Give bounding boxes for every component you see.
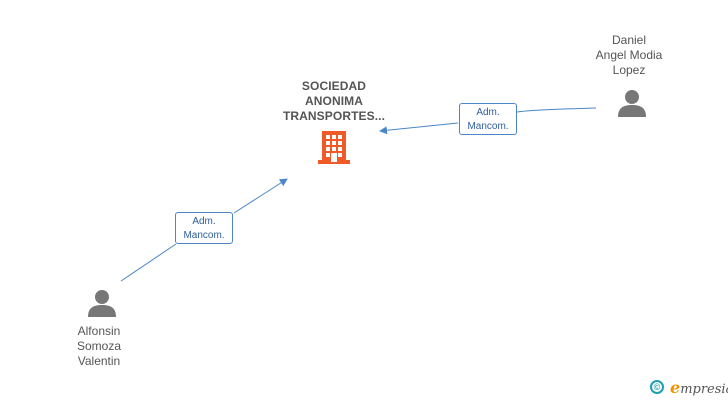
person-name-line: Angel Modia <box>595 48 663 62</box>
company-name[interactable]: SOCIEDAD ANONIMA TRANSPORTES... <box>274 79 394 124</box>
edge-daniel-to-company <box>516 107 597 113</box>
person-name-line: Somoza <box>76 339 122 353</box>
person-icon[interactable] <box>617 88 647 118</box>
person-name-line: Valentin <box>77 354 121 368</box>
person-icon[interactable] <box>87 288 117 318</box>
brand-wordmark: empresia <box>670 378 728 397</box>
building-icon[interactable] <box>318 129 350 164</box>
role-label-line: Adm. <box>192 216 216 227</box>
edge-daniel-to-company-arrow <box>379 122 459 135</box>
company-name-line: ANONIMA <box>304 94 364 108</box>
brand-initial: e <box>670 378 681 397</box>
company-name-line: SOCIEDAD <box>301 79 367 93</box>
brand-rest: mpresia <box>680 382 728 397</box>
role-label-line: Mancom. <box>183 230 225 241</box>
copyright-icon: © <box>650 380 664 394</box>
edge-alfonsin-to-company <box>120 243 177 282</box>
role-label-daniel[interactable]: Adm. Mancom. <box>459 103 517 135</box>
edge-alfonsin-to-company-arrow <box>233 178 288 214</box>
person-name-line: Lopez <box>612 63 646 77</box>
company-name-line: TRANSPORTES... <box>282 109 386 123</box>
person-name-line: Alfonsin <box>77 324 121 338</box>
person-name-daniel[interactable]: Daniel Angel Modia Lopez <box>574 33 684 78</box>
person-name-alfonsin[interactable]: Alfonsin Somoza Valentin <box>44 324 154 369</box>
role-label-alfonsin[interactable]: Adm. Mancom. <box>175 212 233 244</box>
role-label-line: Mancom. <box>467 121 509 132</box>
role-label-line: Adm. <box>476 107 500 118</box>
person-name-line: Daniel <box>611 33 647 47</box>
